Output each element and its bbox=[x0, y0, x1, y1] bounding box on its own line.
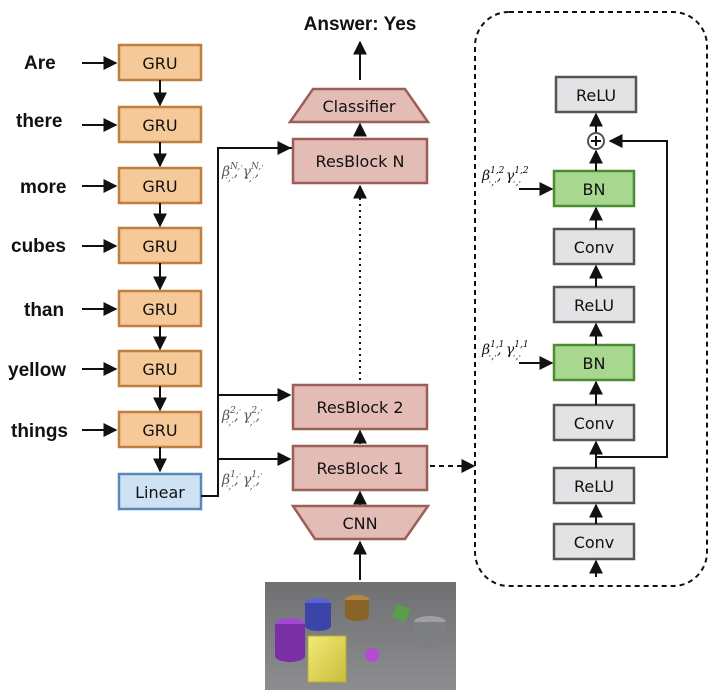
bn2-film-param: β1,2·,·, γ1,2·,· bbox=[481, 166, 529, 188]
detail-conv0-box bbox=[552, 522, 636, 561]
residual-add-icon bbox=[587, 132, 605, 150]
green-cube bbox=[392, 604, 410, 622]
detail-conv0-label: Conv bbox=[574, 533, 615, 552]
input-image bbox=[265, 582, 456, 690]
svg-text:β2,··,·, γ2,··,·,: β2,··,·, γ2,··,·, bbox=[221, 406, 263, 428]
resblock-n-box bbox=[291, 137, 429, 185]
resblock-n-label: ResBlock N bbox=[316, 152, 405, 171]
gru-label-6: GRU bbox=[142, 360, 177, 379]
bn1-film-param: β1,1·,·, γ1,1·,· bbox=[481, 340, 529, 362]
gru-column: GRU GRU GRU GRU GRU GRU GRU bbox=[117, 43, 203, 449]
film-param-1: β1,··,·, γ1,··,·, bbox=[221, 470, 263, 492]
word-there: there bbox=[16, 111, 62, 132]
resblock-2-label: ResBlock 2 bbox=[316, 398, 403, 417]
resblock-1-box bbox=[291, 444, 429, 492]
word-things: things bbox=[11, 421, 68, 442]
question-words: Are there more cubes than yellow things bbox=[8, 53, 68, 442]
cnn-label: CNN bbox=[342, 514, 377, 533]
detail-bn1-box bbox=[552, 343, 636, 382]
detail-conv2-box bbox=[552, 227, 636, 266]
gru-box-1 bbox=[117, 43, 203, 82]
gru-label-4: GRU bbox=[142, 237, 177, 256]
purple-sphere bbox=[365, 648, 379, 662]
gru-label-3: GRU bbox=[142, 177, 177, 196]
svg-text:β1,1·,·, γ1,1·,·: β1,1·,·, γ1,1·,· bbox=[481, 340, 529, 362]
svg-text:β1,··,·, γ1,··,·,: β1,··,·, γ1,··,·, bbox=[221, 470, 263, 492]
detail-blocks: ReLU BN Conv ReLU BN Conv ReLU Conv bbox=[552, 75, 638, 561]
detail-bn2-label: BN bbox=[583, 180, 606, 199]
word-arrows bbox=[82, 56, 118, 437]
detail-conv1-box bbox=[552, 403, 636, 442]
detail-conv2-label: Conv bbox=[574, 238, 615, 257]
detail-relu-mid-box bbox=[552, 285, 636, 324]
gru-box-7 bbox=[117, 410, 203, 449]
resblock-2-box bbox=[291, 383, 429, 431]
detail-conv1-label: Conv bbox=[574, 414, 615, 433]
gru-box-4 bbox=[117, 226, 203, 265]
detail-bn2-box bbox=[552, 169, 636, 208]
film-param-2: β2,··,·, γ2,··,·, bbox=[221, 406, 263, 428]
yellow-cube bbox=[307, 635, 347, 683]
detail-relu-bottom-box bbox=[552, 466, 636, 505]
film-connections bbox=[201, 141, 292, 497]
resblock-detail-panel bbox=[474, 11, 708, 587]
gru-box-3 bbox=[117, 166, 203, 205]
detail-arrows bbox=[519, 112, 668, 577]
detail-relu-bottom-label: ReLU bbox=[574, 477, 614, 496]
word-more: more bbox=[20, 177, 66, 198]
answer-title: Answer: Yes bbox=[304, 14, 417, 35]
gru-label-2: GRU bbox=[142, 116, 177, 135]
classifier-label: Classifier bbox=[322, 97, 395, 116]
word-cubes: cubes bbox=[11, 236, 66, 257]
detail-bn1-label: BN bbox=[583, 354, 606, 373]
classifier-trapezoid bbox=[287, 87, 431, 124]
resblock-1-label: ResBlock 1 bbox=[316, 459, 403, 478]
gru-label-1: GRU bbox=[142, 54, 177, 73]
detail-relu-top-label: ReLU bbox=[576, 86, 616, 105]
svg-text:βN,··,·, γN,··,·,: βN,··,·, γN,··,·, bbox=[221, 162, 264, 184]
linear-box bbox=[117, 472, 203, 511]
detail-relu-top-box bbox=[554, 75, 638, 114]
detail-relu-mid-label: ReLU bbox=[574, 296, 614, 315]
gru-label-5: GRU bbox=[142, 300, 177, 319]
film-param-n: βN,··,·, γN,··,·, bbox=[221, 162, 264, 184]
gru-label-7: GRU bbox=[142, 421, 177, 440]
linear-label: Linear bbox=[135, 483, 185, 502]
cnn-trapezoid bbox=[290, 504, 431, 541]
word-than: than bbox=[24, 300, 64, 321]
gru-box-6 bbox=[117, 349, 203, 388]
word-are: Are bbox=[24, 53, 56, 74]
word-yellow: yellow bbox=[8, 360, 66, 381]
svg-text:β1,2·,·, γ1,2·,·: β1,2·,·, γ1,2·,· bbox=[481, 166, 529, 188]
